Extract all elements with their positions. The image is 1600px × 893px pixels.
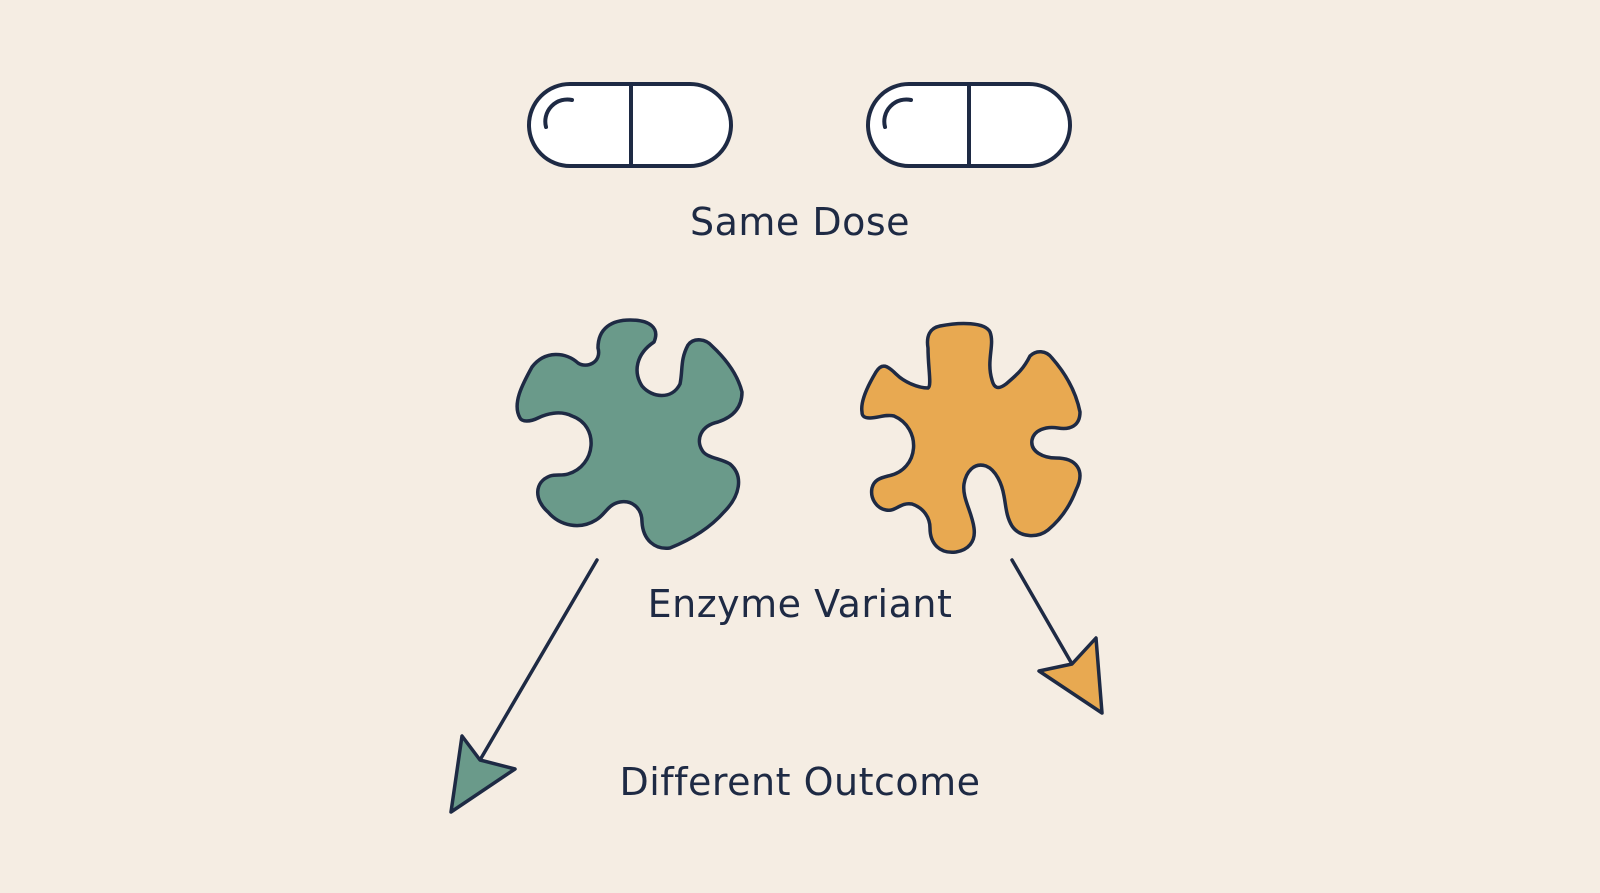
arrow-down-right-short-icon [1010,558,1104,715]
pill-capsule-icon-right [866,82,1072,168]
enzyme-variant-orange-icon [860,321,1082,554]
same-dose-label: Same Dose [689,200,911,244]
pill-capsule-icon-left [527,82,733,168]
enzyme-variant-label: Enzyme Variant [647,582,953,626]
different-outcome-label: Different Outcome [619,760,981,804]
enzyme-variant-green-icon [515,318,744,550]
arrow-down-left-long-icon [449,558,599,814]
